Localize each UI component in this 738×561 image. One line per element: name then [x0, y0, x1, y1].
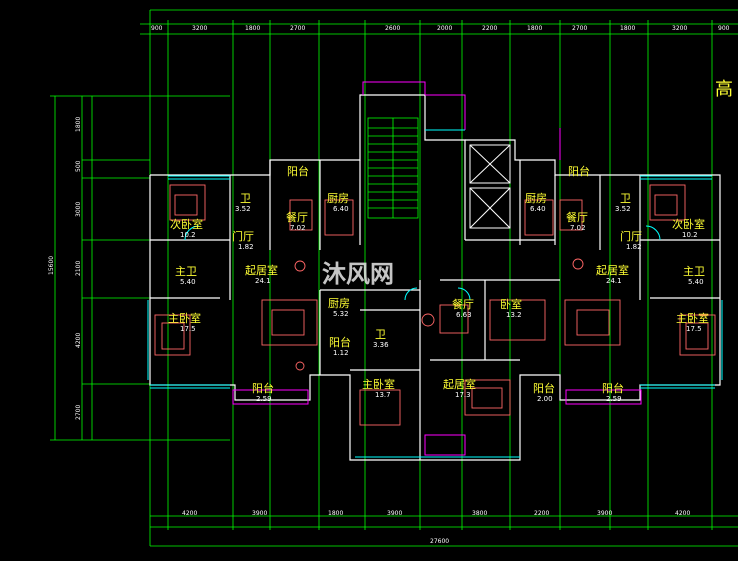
room-area: 7.02	[570, 224, 586, 232]
room-area: 6.63	[456, 311, 472, 319]
outline-markings	[232, 81, 642, 456]
room-name: 主卧室	[676, 311, 709, 325]
room-name: 阳台	[287, 164, 309, 178]
bottom-dimension: 2200	[534, 510, 549, 517]
room-area: 1.12	[333, 349, 349, 357]
room-name: 卫	[620, 192, 631, 205]
room-area: 2.59	[256, 395, 272, 403]
top-dimension: 2700	[572, 25, 587, 32]
top-dimension: 1800	[620, 25, 635, 32]
bottom-dimension: 3900	[597, 510, 612, 517]
top-dimension: 900	[718, 25, 730, 32]
left-dimension: 3000	[75, 202, 82, 217]
top-dimension: 2200	[482, 25, 497, 32]
room-name: 次卧室	[672, 217, 705, 231]
left-dimension-total: 15600	[48, 256, 55, 275]
room-area: 5.40	[180, 278, 196, 286]
room-area: 13.2	[506, 311, 522, 319]
stair-core	[367, 117, 419, 219]
room-name: 餐厅	[286, 210, 308, 224]
room-area: 5.40	[688, 278, 704, 286]
room-area: 17.5	[180, 325, 196, 333]
room-area: 3.52	[615, 205, 631, 213]
room-area: 13.7	[375, 391, 391, 399]
left-dimension: 4200	[75, 333, 82, 348]
bottom-dimension-total: 27600	[430, 538, 449, 545]
dimension-lines	[50, 9, 738, 547]
bottom-dimension: 1800	[328, 510, 343, 517]
room-name: 主卧室	[168, 311, 201, 325]
room-name: 餐厅	[566, 210, 588, 224]
room-name: 厨房	[327, 192, 349, 205]
room-area: 6.40	[530, 205, 546, 213]
watermark: 沐风网	[322, 260, 394, 288]
room-name: 起居室	[443, 377, 476, 391]
room-area: 6.40	[333, 205, 349, 213]
room-name: 阳台	[252, 381, 274, 395]
bottom-dimension: 3900	[387, 510, 402, 517]
left-dimension-labels: 1800 500 3000 2100 4200 2700 15600	[48, 117, 82, 420]
room-area: 1.82	[626, 243, 642, 251]
top-dimension: 3200	[192, 25, 207, 32]
bottom-dimension: 3800	[472, 510, 487, 517]
room-area: 24.1	[255, 277, 271, 285]
windows	[147, 129, 723, 458]
room-area: 10.2	[180, 231, 196, 239]
left-dimension: 2700	[75, 405, 82, 420]
top-dimension: 1800	[245, 25, 260, 32]
walls	[149, 94, 721, 461]
left-dimension: 1800	[75, 117, 82, 132]
left-dimension: 500	[75, 160, 82, 172]
room-name: 餐厅	[452, 297, 474, 311]
room-name: 起居室	[596, 263, 629, 277]
room-name: 阳台	[329, 335, 351, 349]
room-area: 24.1	[606, 277, 622, 285]
room-name: 阳台	[602, 381, 624, 395]
room-name: 主卫	[175, 265, 197, 278]
room-name: 卫	[375, 328, 386, 341]
top-dimension: 900	[151, 25, 163, 32]
room-area: 1.82	[238, 243, 254, 251]
room-area: 17.5	[686, 325, 702, 333]
room-name: 次卧室	[170, 217, 203, 231]
furniture	[154, 184, 716, 426]
room-area: 2.59	[606, 395, 622, 403]
watermark-text: 沐风网	[322, 260, 394, 288]
room-area: 3.52	[235, 205, 251, 213]
bottom-dimension: 4200	[675, 510, 690, 517]
room-name: 卧室	[500, 297, 522, 311]
room-name: 起居室	[245, 263, 278, 277]
room-area: 7.02	[290, 224, 306, 232]
room-area: 3.36	[373, 341, 389, 349]
bottom-dimension: 4200	[182, 510, 197, 517]
room-area: 5.32	[333, 310, 349, 318]
top-dimension: 2700	[290, 25, 305, 32]
room-name: 门厅	[620, 229, 642, 243]
top-dimension: 1800	[527, 25, 542, 32]
room-name: 阳台	[568, 164, 590, 178]
top-dimension: 2600	[385, 25, 400, 32]
room-name: 主卫	[683, 265, 705, 278]
room-area: 2.00	[537, 395, 553, 403]
bottom-dimension-labels: 4200 3900 1800 3900 3800 2200 3900 4200 …	[182, 510, 690, 545]
corner-label: 高	[715, 79, 733, 100]
room-area: 17.3	[455, 391, 471, 399]
elevator-shafts	[469, 144, 511, 229]
bottom-dimension: 3900	[252, 510, 267, 517]
room-name: 厨房	[328, 297, 350, 310]
room-name: 厨房	[525, 192, 547, 205]
room-name: 阳台	[533, 381, 555, 395]
room-area: 10.2	[682, 231, 698, 239]
left-dimension: 2100	[75, 261, 82, 276]
top-dimension: 2000	[437, 25, 452, 32]
top-dimension-labels: 900 3200 1800 2700 2600 2000 2200 1800 2…	[151, 25, 730, 32]
room-labels: 阳台 厨房 6.40 餐厅 7.02 卫 3.52 次卧室 10.2 厨房 6.…	[168, 164, 709, 403]
room-name: 门厅	[232, 229, 254, 243]
room-name: 主卧室	[362, 377, 395, 391]
room-name: 卫	[240, 192, 251, 205]
top-dimension: 3200	[672, 25, 687, 32]
